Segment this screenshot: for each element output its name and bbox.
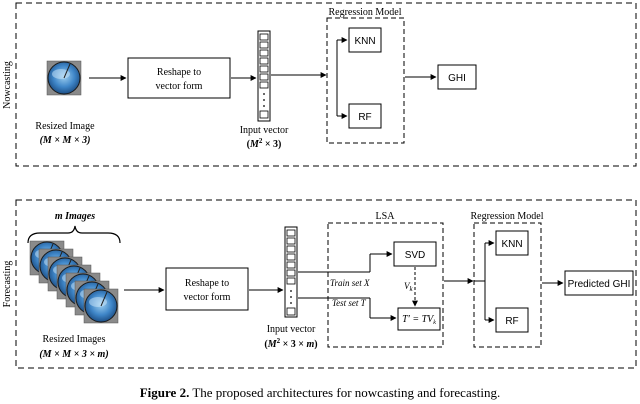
nowcasting-knn-box bbox=[348, 27, 382, 53]
nowcasting-panel: Nowcasting Resized Image (M × M × 3) Res… bbox=[2, 2, 637, 167]
forecasting-rf-box bbox=[495, 307, 529, 333]
forecasting-m-images: m Images bbox=[55, 211, 95, 222]
caption-text: The proposed architectures for nowcastin… bbox=[189, 385, 501, 400]
train-set-label: Train set X bbox=[330, 278, 370, 288]
nowcasting-reshape-box bbox=[127, 57, 231, 99]
forecasting-sky-image-stack bbox=[29, 240, 119, 324]
forecasting-brace bbox=[27, 225, 121, 244]
forecasting-knn-box bbox=[495, 230, 529, 256]
vk-label: Vk bbox=[404, 281, 414, 293]
nowcasting-image-label: Resized Image bbox=[35, 121, 95, 132]
forecasting-regression-box bbox=[473, 222, 542, 348]
nowcasting-reshape-line1: Reshape to bbox=[157, 67, 201, 78]
forecasting-side-label: Forecasting bbox=[2, 261, 13, 308]
figure-caption: Figure 2. The proposed architectures for… bbox=[0, 385, 640, 401]
forecasting-rf-label: RF bbox=[505, 316, 518, 327]
nowcasting-side-label: Nowcasting bbox=[2, 61, 13, 109]
nowcasting-knn-label: KNN bbox=[354, 36, 375, 47]
nowcasting-vector-dims: (M2 × 3) bbox=[247, 137, 282, 150]
lsa-box bbox=[327, 222, 444, 348]
forecasting-vector-dims: (M2 × 3 × m) bbox=[264, 337, 317, 350]
forecasting-reshape-box bbox=[165, 267, 249, 311]
svd-box bbox=[393, 241, 437, 267]
forecasting-image-label: Resized Images bbox=[42, 334, 105, 345]
svd-label: SVD bbox=[405, 250, 426, 261]
nowcasting-output-box bbox=[437, 64, 477, 90]
projection-formula: T′ = TVk bbox=[402, 314, 436, 326]
forecasting-input-vector bbox=[284, 226, 298, 318]
forecasting-vector-label: Input vector bbox=[267, 324, 316, 335]
forecasting-knn-label: KNN bbox=[501, 239, 522, 250]
projection-box bbox=[397, 307, 441, 331]
lsa-title: LSA bbox=[376, 211, 396, 222]
forecasting-image-dims: (M × M × 3 × m) bbox=[39, 349, 108, 360]
nowcasting-rf-box bbox=[348, 103, 382, 129]
nowcasting-regression-box bbox=[326, 17, 405, 144]
forecasting-panel: Forecasting m Images Resized Images (M ×… bbox=[2, 199, 637, 369]
nowcasting-rf-label: RF bbox=[358, 112, 371, 123]
forecasting-reshape-line2: vector form bbox=[184, 292, 231, 303]
nowcasting-output-label: GHI bbox=[448, 73, 466, 84]
forecasting-output-label: Predicted GHI bbox=[568, 279, 631, 290]
test-set-label: Test set T bbox=[332, 298, 367, 308]
forecasting-regression-title: Regression Model bbox=[470, 211, 543, 222]
nowcasting-reshape-line2: vector form bbox=[156, 81, 203, 92]
nowcasting-sky-image bbox=[46, 60, 82, 96]
forecasting-output-box bbox=[564, 270, 634, 296]
nowcasting-input-vector bbox=[257, 30, 271, 122]
caption-label: Figure 2. bbox=[139, 385, 190, 400]
forecasting-reshape-line1: Reshape to bbox=[185, 278, 229, 289]
nowcasting-regression-title: Regression Model bbox=[328, 7, 401, 18]
nowcasting-image-dims: (M × M × 3) bbox=[40, 135, 91, 146]
nowcasting-vector-label: Input vector bbox=[240, 125, 289, 136]
